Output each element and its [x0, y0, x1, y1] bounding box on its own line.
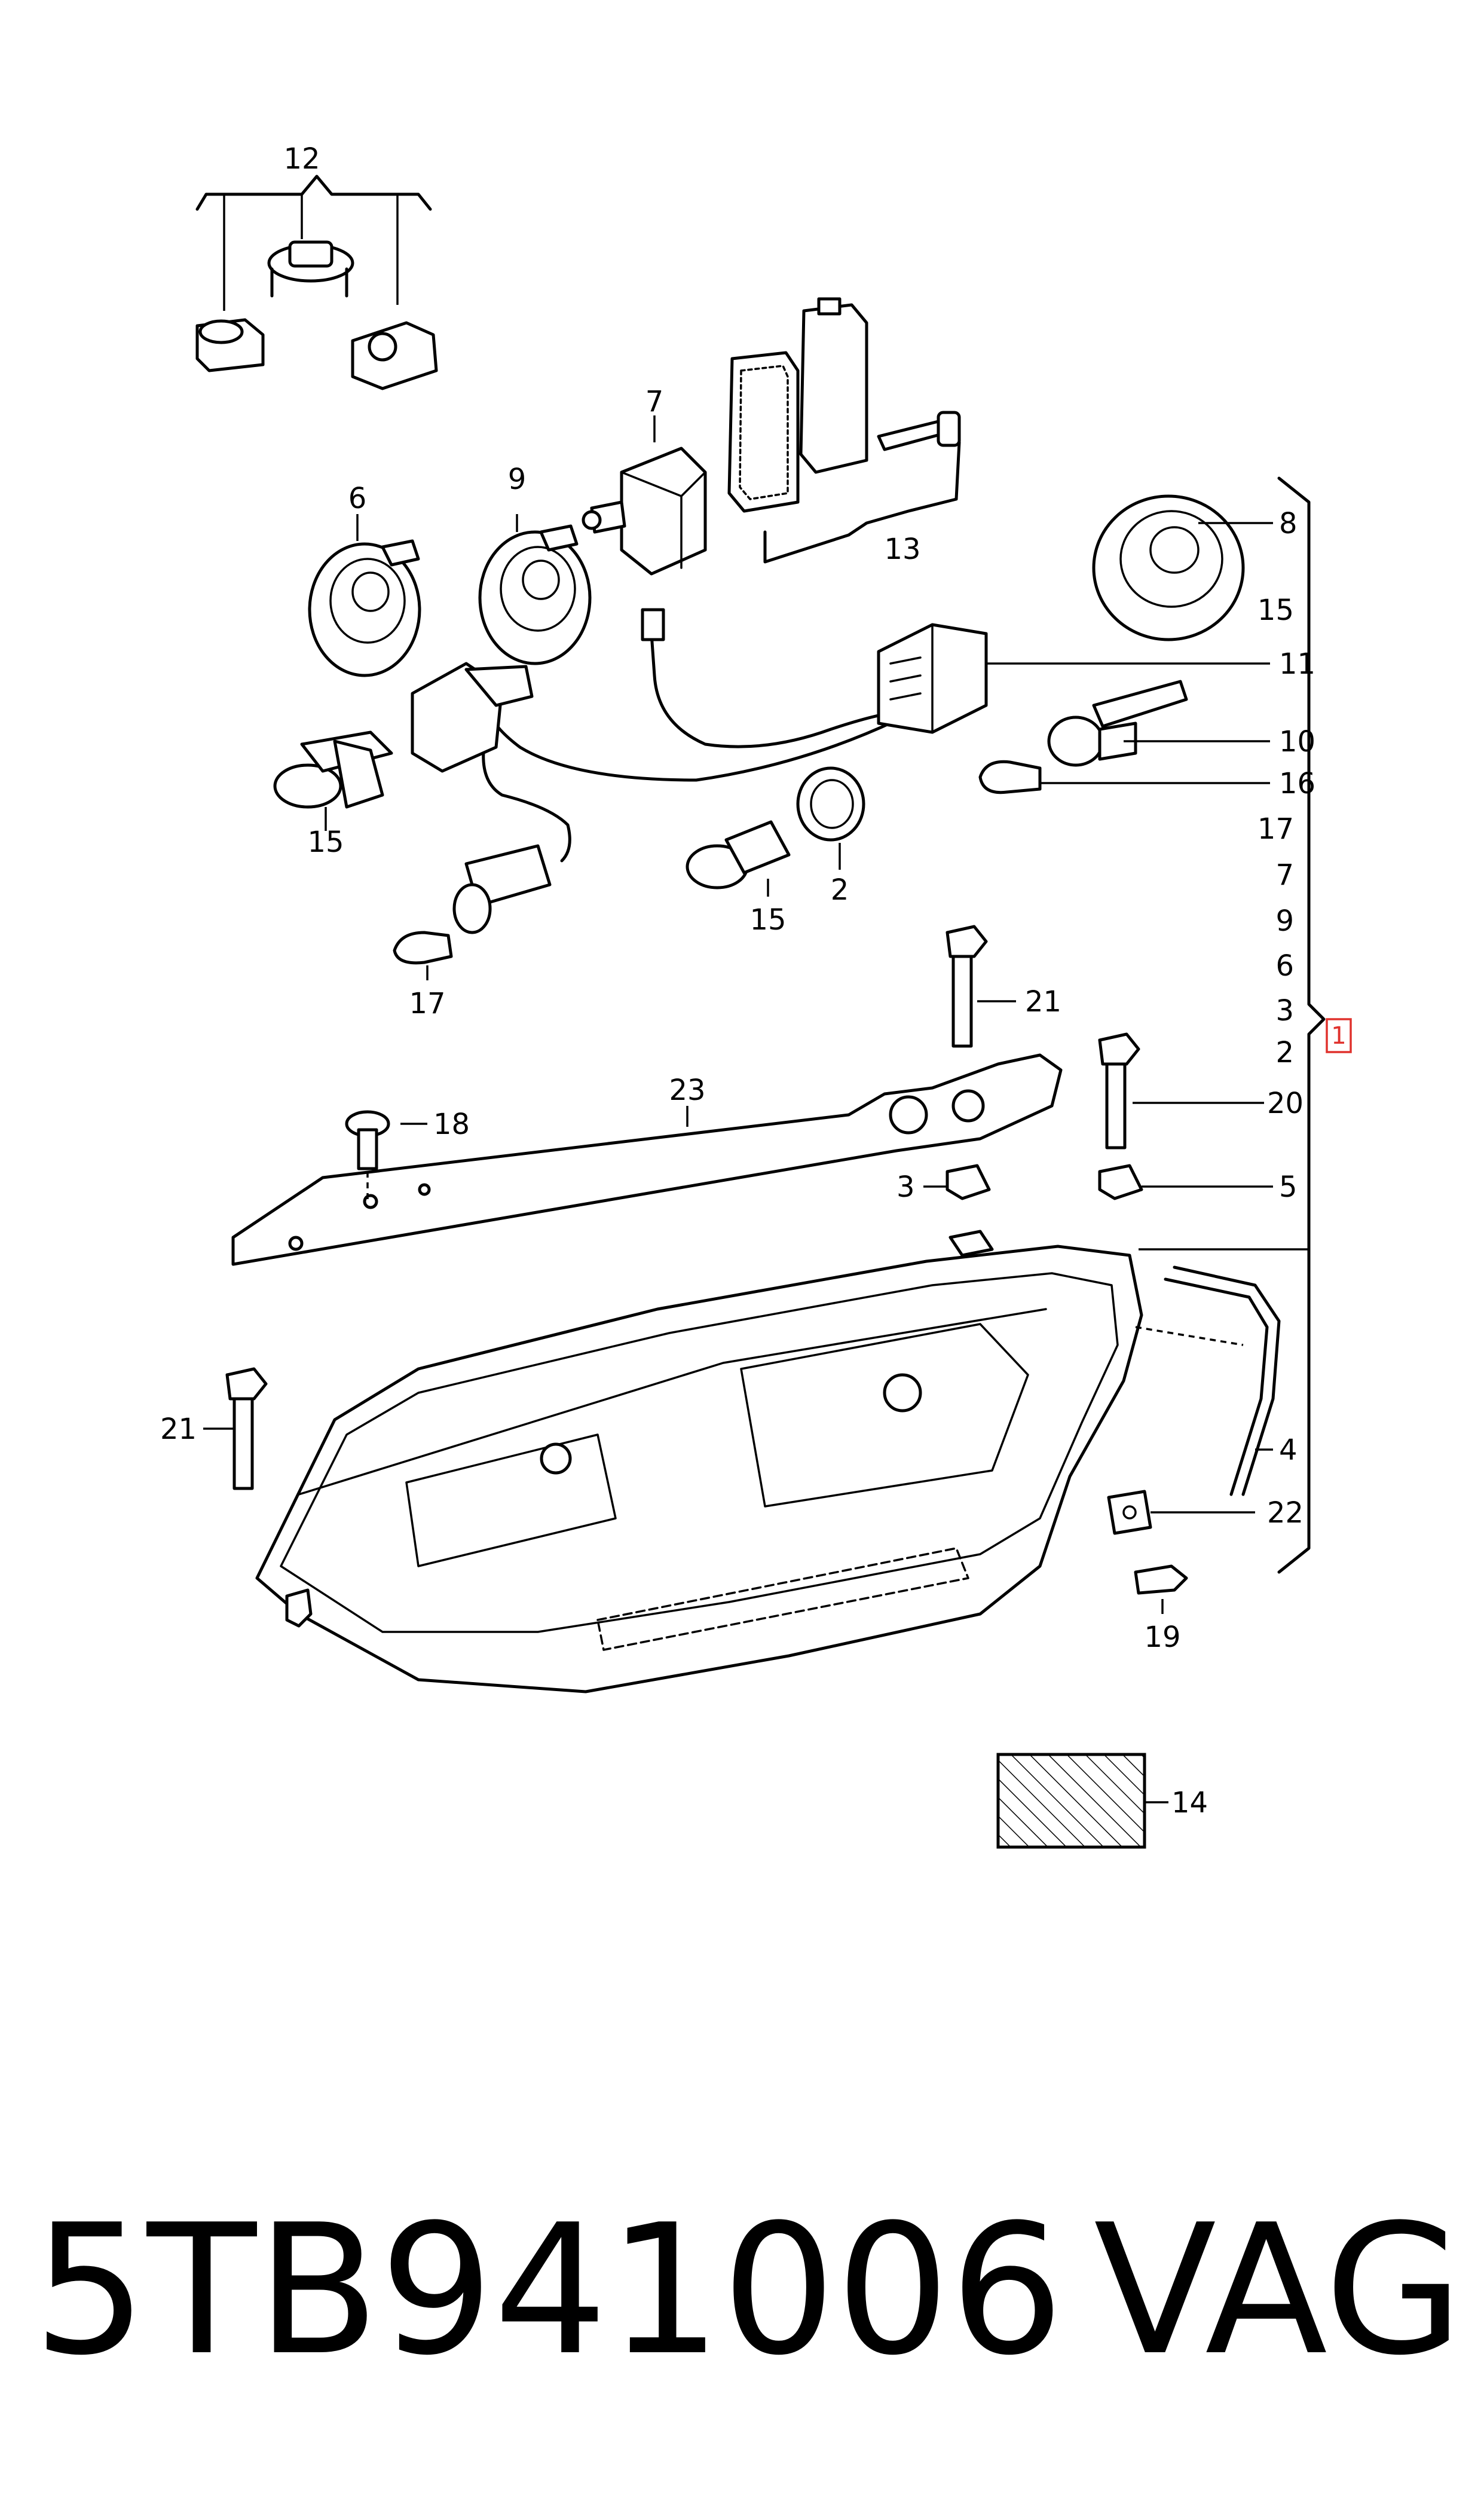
callout-21-top: 21 — [1025, 985, 1061, 1019]
wiring-harness — [411, 608, 910, 934]
callout-15-left: 15 — [307, 826, 344, 859]
part-6-cover-cap: 6 — [308, 482, 421, 677]
part-21-bolt-top: 21 — [946, 925, 1061, 1048]
callout-8: 8 — [1279, 507, 1298, 540]
callout-1-box — [1326, 1018, 1352, 1053]
part-4-seal-strip: 4 — [1135, 1265, 1298, 1496]
part-7-servo-motor: 7 — [582, 385, 707, 576]
assembly-item-6: 2 — [1275, 1036, 1294, 1069]
callout-18: 18 — [433, 1108, 470, 1141]
part-13-gasket-set: 13 — [727, 297, 961, 566]
part-15-bulb-center: 15 — [686, 820, 791, 937]
callout-17: 17 — [409, 987, 445, 1020]
callout-9: 9 — [508, 463, 527, 496]
assembly-item-3: 9 — [1275, 904, 1294, 938]
part-14-label-plate: 14 — [996, 1753, 1208, 1849]
part-5-clip-nut: 5 — [1098, 1164, 1298, 1204]
part-8-cover-cap: 8 — [1092, 494, 1298, 641]
part-9-cover-cap: 9 — [478, 463, 592, 665]
callout-14: 14 — [1171, 1786, 1208, 1820]
part-17-bulb: 17 — [393, 931, 453, 1020]
part-3-clip-nut: 3 — [896, 1164, 991, 1204]
callout-12: 12 — [283, 142, 320, 176]
part-number-caption: 5TB941006 — [33, 2186, 1064, 2395]
brand-caption: VAG — [1094, 2186, 1463, 2395]
callout-21-left: 21 — [160, 1413, 197, 1446]
part-23-bracket: 23 — [231, 1053, 1063, 1266]
part-18-screw: 18 — [345, 1108, 470, 1202]
part-15-bulb-left: 15 — [273, 730, 393, 859]
assembly-item-1: 17 — [1257, 812, 1294, 846]
callout-3: 3 — [896, 1170, 915, 1204]
assembly-item-0: 15 — [1257, 594, 1294, 627]
assembly-item-2: 7 — [1275, 858, 1294, 892]
part-20-bolt: 20 — [1098, 1032, 1304, 1150]
callout-15-center: 15 — [749, 903, 786, 937]
part-2-bulb-retainer: 2 — [796, 766, 865, 907]
callout-19: 19 — [1144, 1621, 1180, 1654]
assembly-item-5: 3 — [1275, 994, 1294, 1028]
headlight-housing — [255, 1230, 1143, 1693]
callout-22: 22 — [1267, 1496, 1304, 1530]
callout-4: 4 — [1279, 1433, 1298, 1467]
callout-13: 13 — [884, 533, 920, 566]
callout-1: 1 — [1331, 1022, 1346, 1050]
part-19-screw: 19 — [1134, 1564, 1188, 1654]
part-21-bolt-left: 21 — [160, 1367, 268, 1490]
callout-6: 6 — [348, 482, 367, 515]
callout-23: 23 — [669, 1074, 705, 1107]
part-22-clip: 22 — [1107, 1490, 1304, 1535]
callout-7: 7 — [645, 385, 664, 418]
callout-5: 5 — [1279, 1170, 1298, 1204]
part-16-bulb: 16 — [978, 760, 1315, 800]
part-11-connector: 11 — [877, 623, 1315, 734]
callout-2: 2 — [831, 873, 849, 907]
assembly-item-4: 6 — [1275, 949, 1294, 983]
part-12-adjuster-set: 12 — [195, 142, 438, 390]
callout-20: 20 — [1267, 1087, 1304, 1120]
assembly-bracket-1: 1 15 17 7 9 6 3 2 — [1139, 476, 1352, 1574]
part-10-bulb-holder: 10 — [1047, 680, 1315, 767]
